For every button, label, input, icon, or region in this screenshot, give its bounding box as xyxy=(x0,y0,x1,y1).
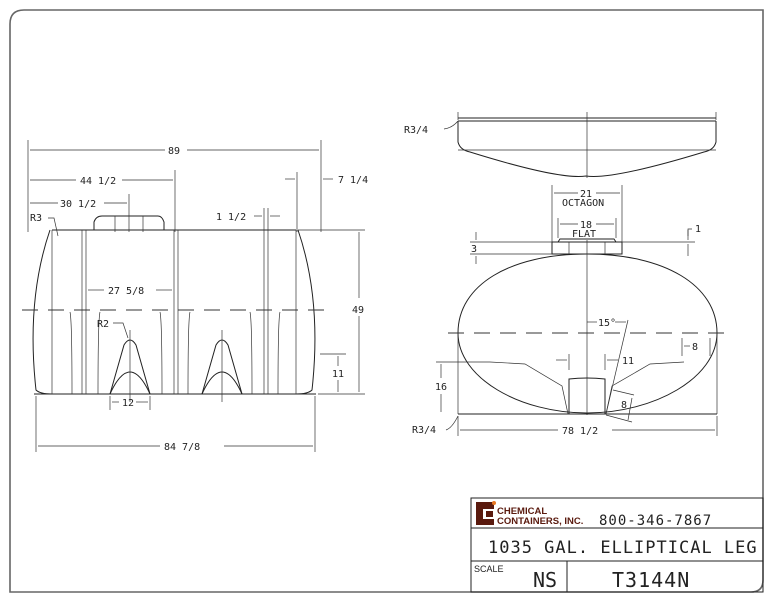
company-name-line1: CHEMICAL xyxy=(497,506,547,517)
dim-leg-angle: 15° xyxy=(598,318,616,329)
dim-flat-label: FLAT xyxy=(572,229,596,240)
dim-overall-length: 89 xyxy=(168,146,180,157)
dim-band-width: 1 1/2 xyxy=(216,212,246,223)
dim-base-length: 84 7/8 xyxy=(164,442,200,453)
dim-base-width: 78 1/2 xyxy=(562,426,598,437)
side-view: 89 44 1/2 30 1/2 7 1/4 1 1/2 R3 27 5/8 R… xyxy=(22,140,368,453)
dim-octagon-size: 21 xyxy=(580,189,592,200)
dim-leg-width: 12 xyxy=(122,398,134,409)
dim-leg-offset: 11 xyxy=(622,356,634,367)
company-logo: CHEMICAL CONTAINERS, INC. xyxy=(476,501,583,527)
dim-leg-height: 11 xyxy=(332,369,344,380)
dim-corner-radius: R3 xyxy=(30,213,42,224)
end-view: R3/4 21 OCTAGON 18 FLAT 3 1 xyxy=(404,112,728,437)
scale-label: SCALE xyxy=(474,564,504,574)
dim-end-offset: 7 1/4 xyxy=(338,175,368,186)
logo-mark-icon xyxy=(476,502,494,525)
part-number: T3144N xyxy=(612,568,690,592)
dim-side-inset: 8 xyxy=(692,342,698,353)
dim-flat-size: 18 xyxy=(580,220,592,231)
dim-fitting-offset: 30 1/2 xyxy=(60,199,96,210)
company-name-line2: CONTAINERS, INC. xyxy=(497,516,583,527)
dim-octagon-label: OCTAGON xyxy=(562,198,604,209)
dim-neck-height: 3 xyxy=(471,244,477,255)
title-block: CHEMICAL CONTAINERS, INC. 800-346-7867 1… xyxy=(470,497,764,593)
dim-leg-foot: 8 xyxy=(621,400,627,411)
dim-base-radius: R3/4 xyxy=(412,425,436,436)
dim-leg-radius: R2 xyxy=(97,319,109,330)
dim-lip-height: 1 xyxy=(695,224,701,235)
sheet-border xyxy=(9,9,764,593)
dim-half-length: 44 1/2 xyxy=(80,176,116,187)
company-phone: 800-346-7867 xyxy=(599,513,712,529)
dim-leg-height-end: 16 xyxy=(435,382,447,393)
drawing-description: 1035 GAL. ELLIPTICAL LEG xyxy=(488,538,758,558)
dim-height: 49 xyxy=(352,305,364,316)
dim-lid-radius: R3/4 xyxy=(404,125,428,136)
scale-value: NS xyxy=(533,568,557,592)
dim-section-length: 27 5/8 xyxy=(108,286,144,297)
